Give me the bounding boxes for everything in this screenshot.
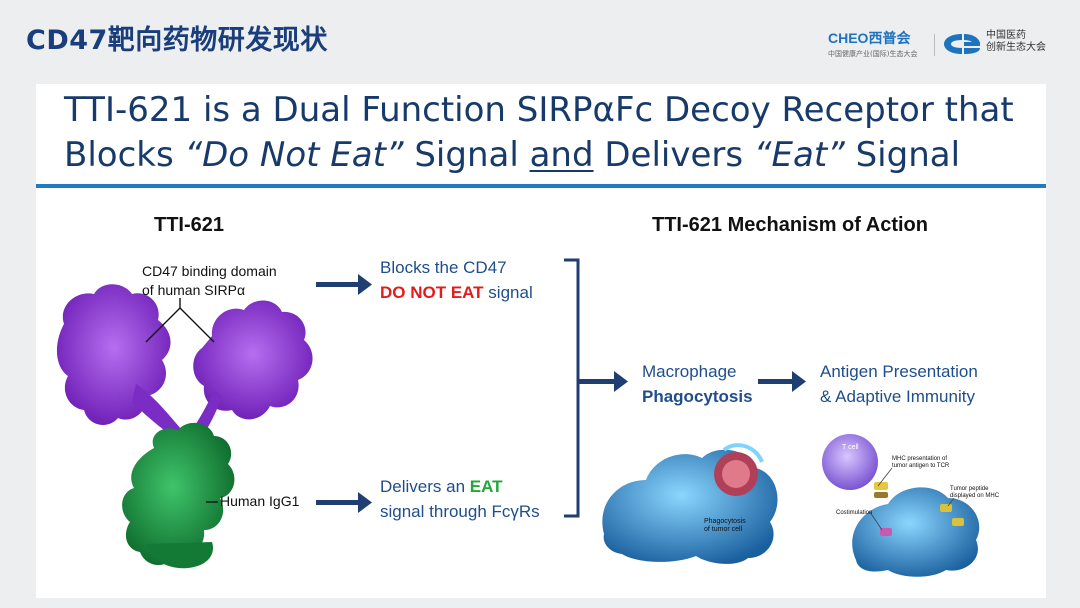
title-fragment: Signal (403, 135, 530, 175)
igg1-fc-domain (122, 422, 235, 569)
cd47-label-line2: of human SIRPα (142, 282, 246, 298)
cheo-logo: CHEO西普会 中国健康产业(国际)生态大会 (828, 28, 928, 60)
sirpa-domain-right (186, 300, 313, 444)
peptide-line2: displayed on MHC (950, 493, 1000, 499)
pharma-logo-line2: 创新生态大会 (986, 42, 1046, 53)
slide-title-line1: TTI-621 is a Dual Function SIRPαFc Decoy… (64, 90, 1014, 130)
title-eat: “Eat” (753, 135, 845, 175)
deliver-line1: Delivers an EAT (380, 474, 540, 499)
arrow-deliver (316, 492, 372, 513)
slide-title: TTI-621 is a Dual Function SIRPαFc Decoy… (64, 88, 1014, 178)
phagocytosis-caption: Phagocytosis of tumor cell (704, 518, 746, 534)
eat-label: EAT (469, 477, 503, 496)
tcell-label: T cell (842, 444, 859, 451)
cheo-logo-brand: CHEO西普会 (828, 30, 911, 46)
deliver-signal-text: Delivers an EAT signal through FcγRs (380, 474, 540, 524)
macrophage-phagocytosis-text: Macrophage Phagocytosis (642, 359, 753, 409)
mhc-line1: MHC presentation of (892, 456, 948, 462)
title-rule (36, 184, 1046, 188)
logo-divider (934, 34, 935, 56)
title-and-underlined: and (529, 135, 594, 175)
costimulation-label: Costimulation (836, 510, 873, 516)
delivers-an-word: Delivers an (380, 477, 470, 496)
antigen-presentation-illustration (822, 434, 980, 577)
sirpa-domain-left (56, 284, 196, 446)
pharma-logo-icon (944, 34, 980, 54)
arrow-to-antigen (758, 371, 806, 392)
block-line1: Blocks the CD47 (380, 258, 507, 277)
antigen-line1: Antigen Presentation (820, 362, 978, 381)
block-line2: DO NOT EAT signal (380, 280, 533, 305)
cheo-logo-subtitle: 中国健康产业(国际)生态大会 (828, 50, 918, 58)
caption-line1: Phagocytosis (704, 518, 746, 525)
macrophage-line: Macrophage (642, 362, 737, 381)
right-heading: TTI-621 Mechanism of Action (652, 214, 928, 236)
arrow-block (316, 274, 372, 295)
tumor-peptide-label: Tumor peptide displayed on MHC (950, 486, 999, 500)
slide-panel: TTI-621 is a Dual Function SIRPαFc Decoy… (36, 84, 1046, 598)
antigen-presentation-text: Antigen Presentation & Adaptive Immunity (820, 359, 978, 409)
pharma-logo-line1: 中国医药 (986, 30, 1026, 41)
title-do-not-eat: “Do Not Eat” (184, 135, 404, 175)
arrow-to-macrophage (578, 371, 628, 392)
pharma-innovation-logo: 中国医药 创新生态大会 (940, 30, 1060, 60)
diagram-canvas (56, 258, 980, 577)
peptide-line1: Tumor peptide (950, 486, 989, 492)
cd47-binding-label: CD47 binding domain of human SIRPα (142, 262, 277, 300)
title-fragment: Signal (844, 135, 961, 175)
block-signal-text: Blocks the CD47 DO NOT EAT signal (380, 255, 533, 305)
page-title: CD47靶向药物研发现状 (26, 25, 328, 56)
signal-word: signal (483, 283, 533, 302)
title-fragment: Delivers (593, 135, 754, 175)
title-fragment: Blocks (64, 135, 185, 175)
igg1-label: Human IgG1 (220, 493, 300, 509)
mhc-line2: tumor antigen to TCR (892, 463, 950, 469)
phagocytosis-line: Phagocytosis (642, 387, 753, 406)
slide-title-line2: Blocks “Do Not Eat” Signal and Delivers … (64, 133, 1014, 178)
mhc-presentation-label: MHC presentation of tumor antigen to TCR (892, 456, 949, 470)
do-not-eat-label: DO NOT EAT (380, 283, 484, 302)
caption-line2: of tumor cell (704, 526, 743, 533)
left-heading: TTI-621 (154, 214, 225, 236)
antigen-line2: & Adaptive Immunity (820, 387, 975, 406)
bracket (564, 258, 580, 518)
deliver-line2: signal through FcγRs (380, 502, 540, 521)
cd47-label-line1: CD47 binding domain (142, 263, 277, 279)
phagocytosis-illustration (602, 443, 778, 564)
